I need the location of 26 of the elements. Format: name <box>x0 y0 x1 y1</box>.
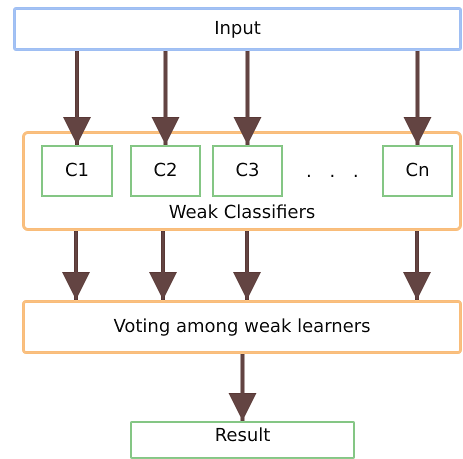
arrow <box>152 51 180 145</box>
arrow <box>228 354 256 421</box>
arrow <box>233 231 261 300</box>
arrow <box>404 51 432 145</box>
node-label: Result <box>214 425 270 448</box>
node-label: Voting among weak learners <box>113 316 371 338</box>
group-label: Weak Classifiers <box>168 202 316 224</box>
voting-box <box>22 300 462 354</box>
classifier-box <box>41 145 113 197</box>
classifier-box <box>382 145 453 197</box>
classifier-box <box>212 145 283 197</box>
arrow <box>149 231 177 300</box>
classifier-box <box>130 145 201 197</box>
node-label: C2 <box>153 160 178 182</box>
arrow <box>234 51 262 145</box>
arrow <box>62 231 90 300</box>
ellipsis-label: . . . <box>306 160 365 184</box>
input-box <box>13 7 462 51</box>
arrow <box>63 51 91 145</box>
arrow <box>403 231 431 300</box>
classifier-group <box>22 131 462 231</box>
node-label: Cn <box>406 160 430 182</box>
node-label: Input <box>214 18 261 40</box>
node-label: C3 <box>235 160 260 182</box>
result-box <box>130 421 355 459</box>
node-label: C1 <box>64 160 90 182</box>
